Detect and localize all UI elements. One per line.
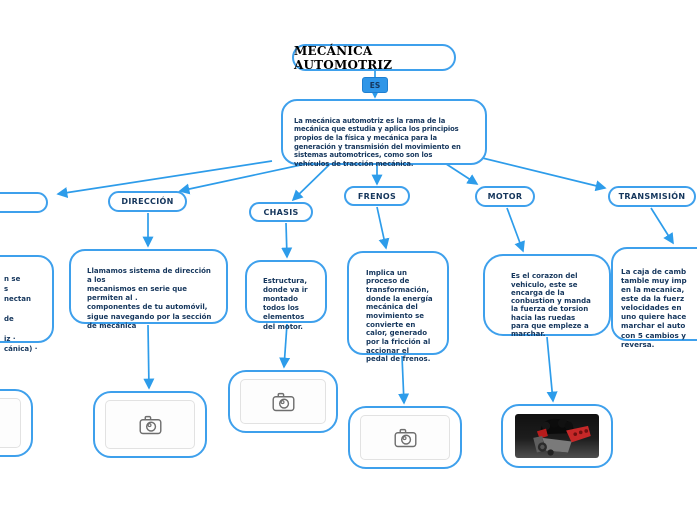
branch-pill-chasis[interactable]: CHASIS — [249, 202, 313, 222]
image-placeholder[interactable] — [105, 400, 195, 449]
branch-desc-text: n se s nectan de iz · cánica) · — [4, 274, 38, 353]
branch-desc-chasis[interactable]: Estructura, donde va ir montado todos lo… — [245, 260, 327, 331]
branch-pill-left-partial[interactable] — [0, 192, 48, 213]
camera-icon — [272, 392, 295, 411]
branch-pill-label: MOTOR — [487, 192, 523, 201]
image-placeholder[interactable] — [0, 398, 21, 448]
image-node-motor[interactable] — [501, 404, 613, 468]
branch-desc-transmision[interactable]: La caja de camb tamble muy imp en la mec… — [611, 247, 697, 349]
map-title-node[interactable]: MECÁNICA AUTOMOTRIZ — [292, 43, 456, 72]
image-placeholder[interactable] — [240, 379, 326, 424]
map-title-label: MECÁNICA AUTOMOTRIZ — [294, 43, 393, 72]
image-node-direccion[interactable] — [93, 391, 207, 458]
branch-pill-motor[interactable]: MOTOR — [475, 186, 535, 207]
link-label-text: es — [369, 80, 381, 90]
branch-pill-label: FRENOS — [357, 191, 397, 201]
branch-desc-text: La caja de camb tamble muy imp en la mec… — [621, 267, 687, 349]
branch-pill-label: TRANSMISIÓN — [618, 192, 686, 201]
branch-desc-motor[interactable]: Es el corazon del vehiculo, este se enca… — [483, 254, 611, 338]
branch-pill-transmision[interactable]: TRANSMISIÓN — [608, 186, 696, 207]
branch-pill-frenos[interactable]: FRENOS — [344, 186, 410, 206]
branch-desc-text: Llamamos sistema de dirección a los meca… — [87, 267, 212, 330]
branch-desc-text: Estructura, donde va ir montado todos lo… — [263, 277, 308, 331]
branch-desc-left-partial[interactable]: n se s nectan de iz · cánica) · — [0, 255, 54, 353]
definition-node[interactable]: La mecánica automotriz es la rama de la … — [281, 99, 487, 169]
definition-text: La mecánica automotriz es la rama de la … — [294, 116, 461, 169]
camera-icon — [139, 415, 162, 434]
branch-desc-text: Es el corazon del vehiculo, este se enca… — [511, 272, 591, 338]
branch-desc-frenos[interactable]: Implica un proceso de transformación, do… — [347, 251, 449, 363]
branch-desc-text: Implica un proceso de transformación, do… — [366, 268, 433, 364]
camera-icon — [394, 428, 417, 447]
image-node-chasis[interactable] — [228, 370, 338, 433]
image-placeholder[interactable] — [360, 415, 450, 460]
engine-illustration — [515, 414, 599, 458]
branch-pill-label: DIRECCIÓN — [121, 197, 174, 206]
link-label-es[interactable]: es — [362, 77, 388, 93]
image-node-left-partial[interactable] — [0, 389, 33, 457]
branch-pill-direccion[interactable]: DIRECCIÓN — [108, 191, 187, 212]
branch-pill-label: CHASIS — [263, 207, 299, 217]
branch-desc-direccion[interactable]: Llamamos sistema de dirección a los meca… — [69, 249, 228, 330]
image-node-frenos[interactable] — [348, 406, 462, 469]
engine-photo[interactable] — [515, 414, 599, 458]
